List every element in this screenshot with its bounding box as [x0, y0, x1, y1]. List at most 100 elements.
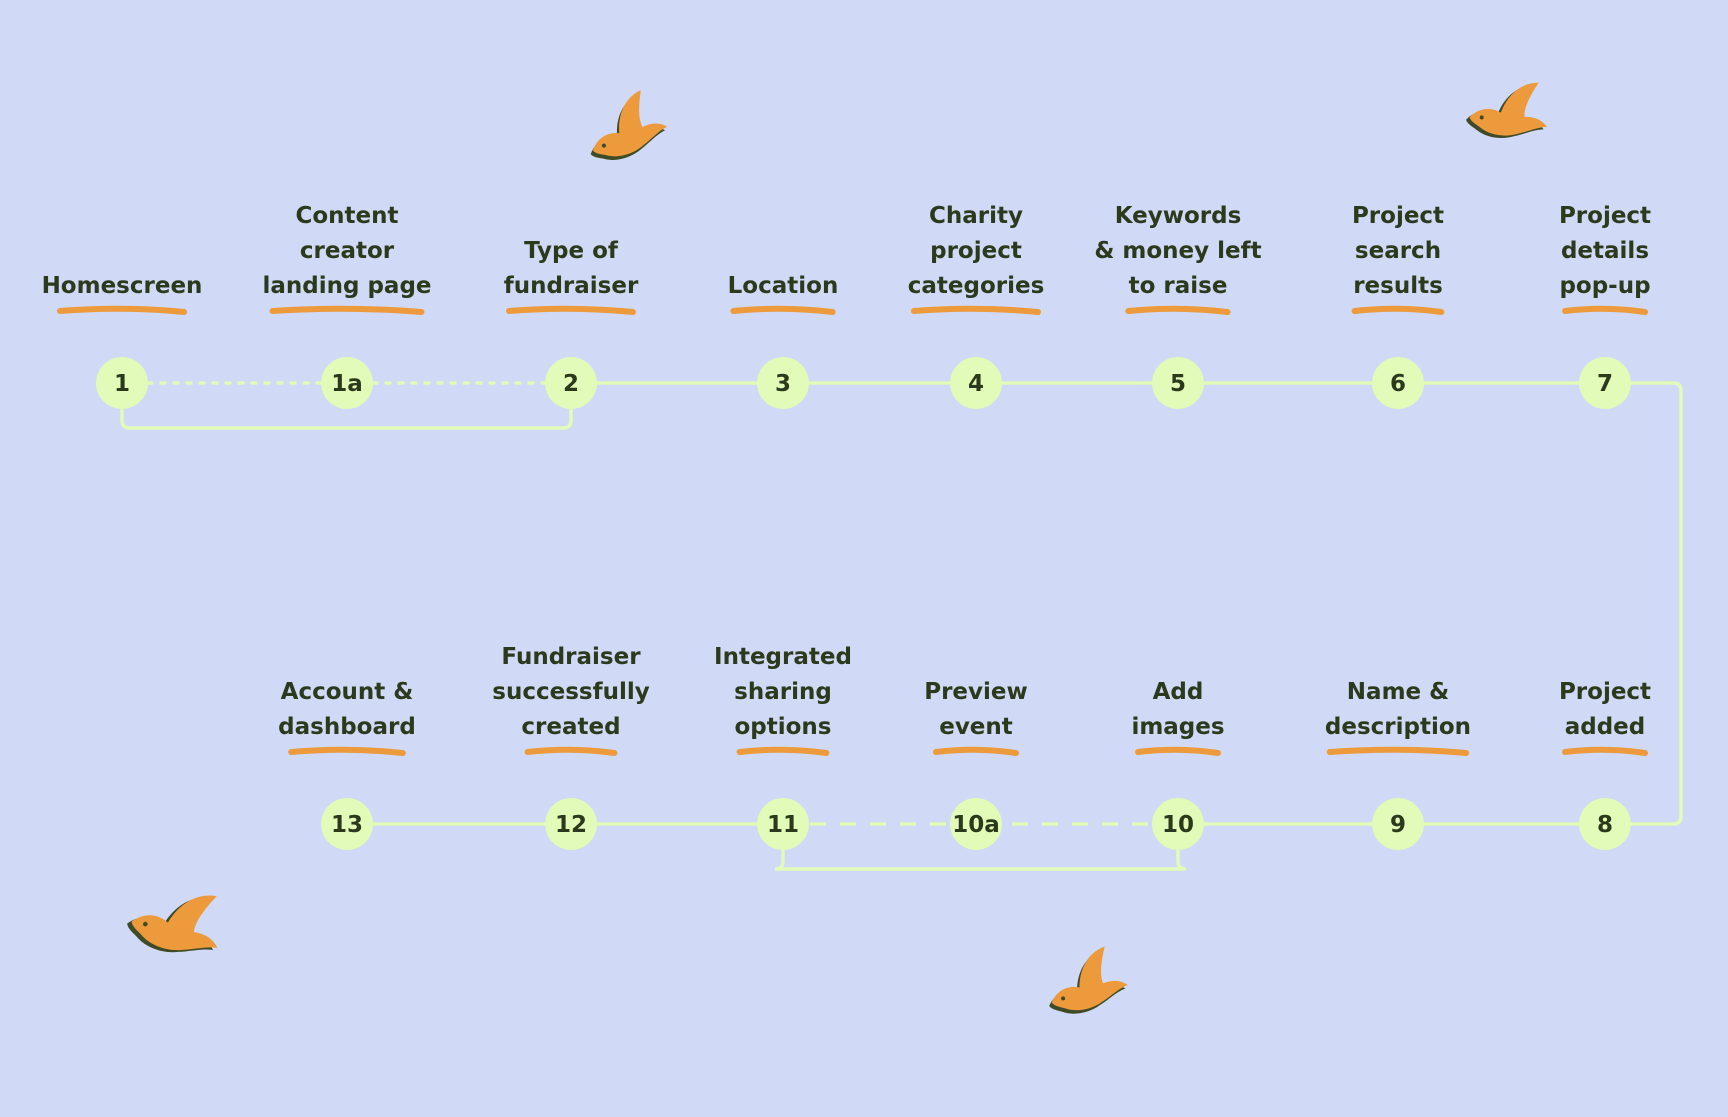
step-label-line: to raise [1129, 273, 1228, 299]
step-label-line: search [1355, 238, 1441, 264]
step-label-13: Account & dashboard [278, 679, 416, 756]
label-underline [1326, 746, 1470, 756]
step-label-line: Project [1352, 203, 1444, 229]
bird-icon [590, 90, 668, 160]
step-label-line: event [939, 714, 1013, 740]
step-node-circle [1372, 357, 1424, 409]
step-label-line: created [521, 714, 620, 740]
step-node-12[interactable]: 12 [545, 798, 597, 850]
step-node-1[interactable]: 1 [96, 357, 148, 409]
step-node-3[interactable]: 3 [757, 357, 809, 409]
step-label-1: Homescreen [42, 273, 203, 315]
step-label-line: Name & [1347, 679, 1449, 705]
step-node-10[interactable]: 10 [1152, 798, 1204, 850]
step-node-circle [545, 798, 597, 850]
label-underline [269, 305, 425, 315]
step-label-line: creator [300, 238, 395, 264]
step-node-circle [1152, 798, 1204, 850]
step-node-4[interactable]: 4 [950, 357, 1002, 409]
step-number: 3 [775, 371, 791, 397]
step-label-3: Location [728, 273, 839, 315]
label-underline [911, 305, 1041, 315]
step-node-13[interactable]: 13 [321, 798, 373, 850]
step-number: 6 [1390, 371, 1406, 397]
step-number: 1 [114, 371, 130, 397]
step-labels: Homescreen Content creator landing page Type… [42, 203, 1651, 756]
step-number: 12 [555, 812, 587, 838]
step-label-line: Homescreen [42, 273, 203, 299]
step-node-circle [545, 357, 597, 409]
step-node-circle [1579, 357, 1631, 409]
step-node-2[interactable]: 2 [545, 357, 597, 409]
connector-7-8 [1605, 381, 1683, 826]
step-label-line: results [1353, 273, 1443, 299]
decorations [127, 82, 1548, 1014]
step-number: 2 [563, 371, 579, 397]
step-label-line: Type of [524, 238, 619, 264]
step-label-2: Type of fundraiser [504, 238, 639, 315]
label-underline [506, 305, 636, 315]
step-label-line: dashboard [278, 714, 416, 740]
step-number: 1a [331, 371, 363, 397]
step-label-line: details [1561, 238, 1649, 264]
step-node-circle [1372, 798, 1424, 850]
label-underline [1125, 305, 1231, 315]
step-node-7[interactable]: 7 [1579, 357, 1631, 409]
step-node-circle [950, 798, 1002, 850]
step-node-circle [757, 357, 809, 409]
label-underline [1562, 305, 1648, 315]
step-node-circle [1579, 798, 1631, 850]
step-node-5[interactable]: 5 [1152, 357, 1204, 409]
step-label-line: Integrated [714, 644, 852, 670]
step-node-6[interactable]: 6 [1372, 357, 1424, 409]
bird-icon [1466, 82, 1548, 138]
step-label-line: Keywords [1115, 203, 1242, 229]
step-node-circle [757, 798, 809, 850]
label-underline [933, 746, 1019, 756]
connectors [120, 381, 1683, 871]
connector-10-11 [774, 824, 1187, 871]
step-nodes: 1 1a 2 3 4 5 6 7 8 9 10 10a 11 12 13 [96, 357, 1631, 850]
step-number: 13 [331, 812, 363, 838]
step-label-line: Project [1559, 679, 1651, 705]
bird-icon [1049, 946, 1128, 1014]
step-label-line: Charity [929, 203, 1023, 229]
step-number: 5 [1170, 371, 1186, 397]
step-node-8[interactable]: 8 [1579, 798, 1631, 850]
step-node-circle [96, 357, 148, 409]
step-label-line: Add [1153, 679, 1204, 705]
label-underline [730, 305, 836, 315]
step-label-line: added [1565, 714, 1646, 740]
bird-icon [127, 895, 218, 953]
step-label-line: Location [728, 273, 839, 299]
step-label-line: Project [1559, 203, 1651, 229]
label-underline [1135, 746, 1221, 756]
step-label-line: description [1325, 714, 1471, 740]
step-label-4: Charity project categories [908, 203, 1045, 315]
label-underline [288, 746, 406, 756]
step-label-line: Account & [281, 679, 414, 705]
step-label-line: Content [295, 203, 398, 229]
step-number: 10a [952, 812, 1000, 838]
step-label-8: Project added [1559, 679, 1651, 756]
step-label-line: project [930, 238, 1022, 264]
step-number: 9 [1390, 812, 1406, 838]
step-label-line: fundraiser [504, 273, 639, 299]
step-node-11[interactable]: 11 [757, 798, 809, 850]
step-node-1a[interactable]: 1a [321, 357, 373, 409]
step-label-6: Project search results [1351, 203, 1445, 315]
step-label-line: landing page [262, 273, 431, 299]
step-number: 4 [968, 371, 984, 397]
step-node-10a[interactable]: 10a [950, 798, 1002, 850]
step-number: 8 [1597, 812, 1613, 838]
step-label-1a: Content creator landing page [262, 203, 432, 315]
step-node-9[interactable]: 9 [1372, 798, 1424, 850]
step-label-line: categories [908, 273, 1045, 299]
step-number: 11 [767, 812, 799, 838]
